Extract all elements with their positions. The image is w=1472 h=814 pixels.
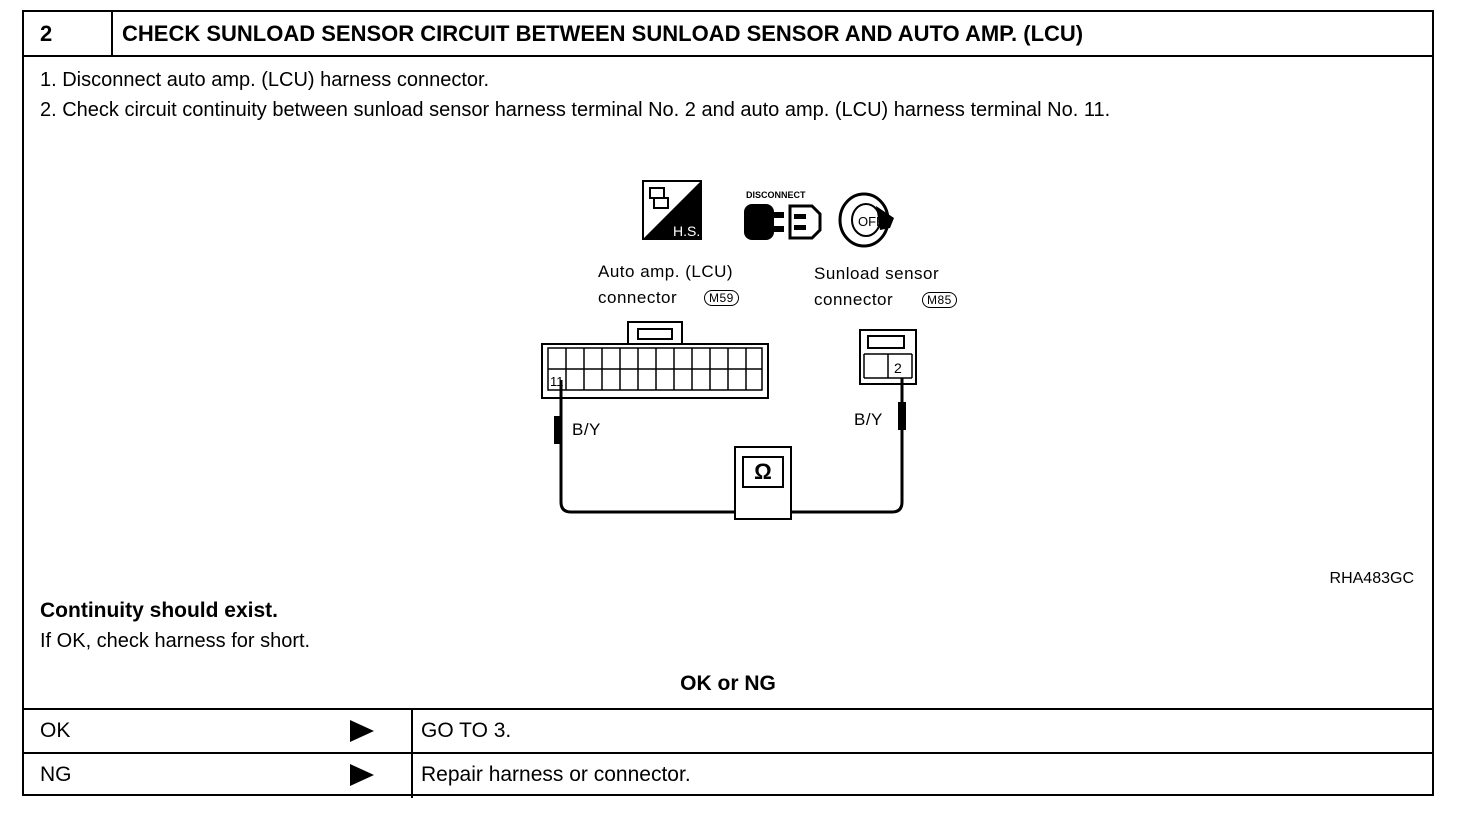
right-connector-label-1: Sunload sensor [814, 264, 940, 283]
key-off-text: OFF [858, 214, 884, 229]
ignition-key-off-icon: OFF [838, 192, 894, 248]
decision-action-ok: GO TO 3. [421, 719, 512, 742]
step-header: 2 CHECK SUNLOAD SENSOR CIRCUIT BETWEEN S… [24, 12, 1432, 57]
instruction-2: 2. Check circuit continuity between sunl… [40, 99, 1111, 121]
result-note: If OK, check harness for short. [40, 630, 311, 652]
decision-title: OK or NG [680, 672, 776, 695]
procedure-sheet: 2 CHECK SUNLOAD SENSOR CIRCUIT BETWEEN S… [22, 10, 1434, 798]
column-divider [411, 710, 413, 754]
right-wire-color: B/Y [854, 410, 883, 429]
decision-row-ok: OK GO TO 3. [24, 708, 1432, 754]
decision-key-ng: NG [40, 763, 72, 786]
disconnect-label: DISCONNECT [746, 190, 806, 200]
instruction-1: 1. Disconnect auto amp. (LCU) harness co… [40, 69, 490, 91]
step-number: 2 [24, 12, 113, 55]
auto-amp-connector-m59: 11 [541, 321, 769, 399]
column-divider [411, 754, 413, 798]
left-connector-code: M59 [704, 290, 739, 306]
step-title: CHECK SUNLOAD SENSOR CIRCUIT BETWEEN SUN… [122, 21, 1084, 46]
ohmmeter: Ω [734, 446, 792, 520]
decision-action-ng: Repair harness or connector. [421, 763, 691, 786]
left-wire-color: B/Y [572, 420, 601, 439]
wiring-diagram: H.S. DISCONNECT OFF Auto amp. (LCU) conn… [494, 170, 974, 530]
arrow-right-icon [350, 720, 374, 742]
ohmmeter-display: Ω [742, 456, 784, 488]
disconnect-plug-icon [744, 204, 822, 240]
right-connector-label-2: connector [814, 290, 894, 309]
sunload-sensor-connector-m85: 2 [859, 329, 917, 385]
expected-result: Continuity should exist. [40, 599, 279, 622]
right-connector-code: M85 [922, 292, 957, 308]
decision-row-ng: NG Repair harness or connector. [24, 752, 1432, 798]
hs-badge-text: H.S. [673, 223, 700, 239]
ohm-symbol: Ω [754, 459, 772, 484]
decision-key-ok: OK [40, 719, 71, 742]
arrow-right-icon [350, 764, 374, 786]
harness-side-icon: H.S. [642, 180, 702, 240]
right-terminal-number: 2 [894, 360, 902, 376]
left-connector-label-2: connector [598, 288, 678, 307]
figure-code: RHA483GC [1329, 570, 1414, 587]
left-connector-label-1: Auto amp. (LCU) [598, 262, 734, 281]
